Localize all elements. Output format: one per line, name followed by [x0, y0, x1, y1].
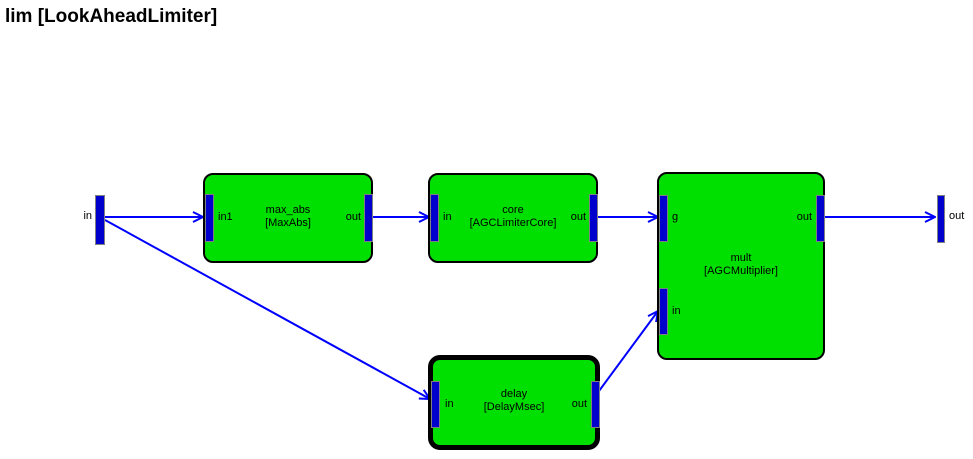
wire-delay-to-mult-in[interactable] [598, 311, 658, 392]
wire-input-to-delay[interactable] [104, 219, 430, 399]
output-port-label: out [949, 210, 965, 222]
port-core-out[interactable] [589, 194, 598, 242]
block-max_abs[interactable] [203, 173, 373, 263]
output-port[interactable] [937, 195, 945, 243]
port-delay-in[interactable] [431, 381, 440, 428]
input-port-label: in [83, 210, 92, 222]
diagram-title: lim [LookAheadLimiter] [5, 6, 218, 27]
port-core-in[interactable] [430, 194, 439, 242]
input-port[interactable] [95, 195, 105, 245]
block-mult[interactable] [657, 172, 825, 360]
port-mult-g[interactable] [659, 195, 668, 242]
port-delay-out[interactable] [591, 381, 600, 428]
port-max_abs-out[interactable] [364, 194, 373, 242]
block-core[interactable] [428, 173, 598, 263]
port-mult-out[interactable] [816, 195, 825, 242]
port-max_abs-in1[interactable] [205, 194, 214, 242]
port-mult-in[interactable] [659, 288, 668, 335]
block-delay[interactable] [428, 355, 600, 450]
